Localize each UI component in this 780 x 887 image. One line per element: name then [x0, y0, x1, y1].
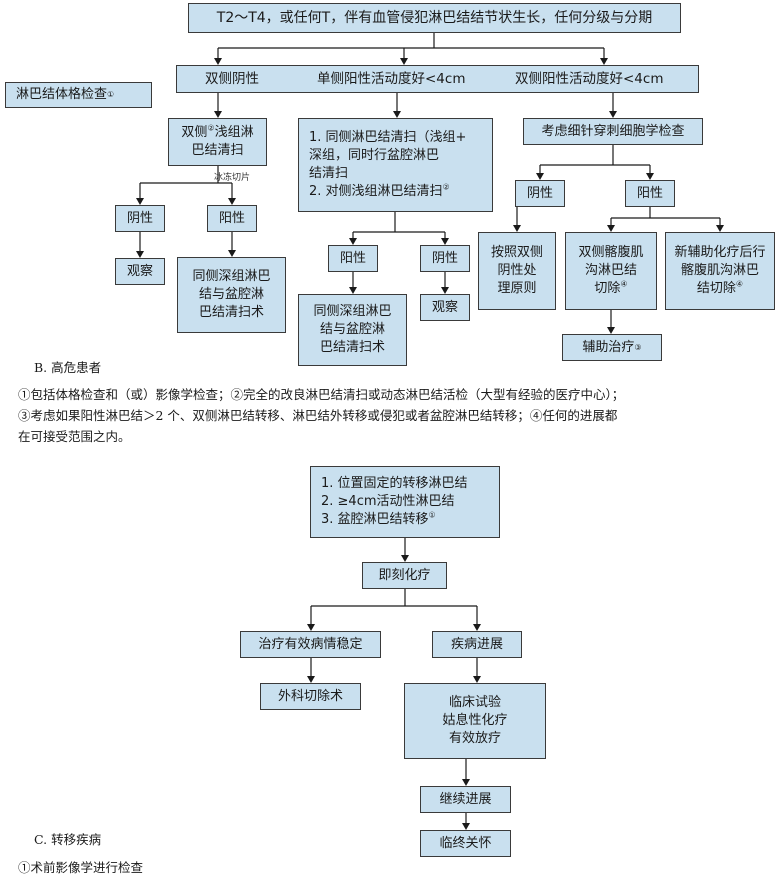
arrowhead-33 — [441, 287, 449, 294]
unilateral-item-2-row: 2. 对侧浅组淋巴结清扫② — [309, 183, 450, 201]
caption-c: C. 转移疾病 — [34, 832, 102, 847]
bilateral-superficial-dissection: 双侧②浅组淋 巴结清扫 — [168, 118, 267, 166]
arrowhead-31 — [349, 287, 357, 294]
arrowhead-9 — [214, 111, 222, 118]
arrowhead-57 — [473, 624, 481, 631]
note-b-line-1: ①包括体格检查和（或）影像学检查；②完全的改良淋巴结清扫或动态淋巴结活检（大型有… — [18, 387, 625, 402]
note-b-line-3: 在可接受范围之内。 — [18, 429, 131, 444]
caption-b: B. 高危患者 — [34, 360, 102, 375]
deep-pelvic-dissection-1: 同侧深组淋巴 结与盆腔淋 巴结清扫术 — [177, 257, 286, 333]
arrowhead-41 — [513, 225, 521, 232]
unilateral-item-1: 1. 同侧淋巴结清扫（浅组+ 深组，同时行盆腔淋巴 结清扫 — [309, 130, 467, 181]
arrowhead-19 — [228, 198, 236, 205]
criteria-item-3-row: 3. 盆腔淋巴结转移① — [321, 511, 436, 529]
hospice-care-box: 临终关怀 — [420, 830, 511, 857]
arrowhead-17 — [136, 198, 144, 205]
arrowhead-65 — [462, 823, 470, 830]
unilateral-dissection-box: 1. 同侧淋巴结清扫（浅组+ 深组，同时行盆腔淋巴 结清扫 2. 对侧浅组淋巴结… — [298, 118, 493, 212]
deep-pelvic-dissection-2: 同侧深组淋巴 结与盆腔淋 巴结清扫术 — [298, 294, 407, 366]
criteria-item-2: 2. ≥4cm活动性淋巴结 — [321, 494, 455, 509]
observe-box-2: 观察 — [420, 294, 470, 321]
bilateral-label: 双侧 — [181, 125, 208, 140]
arrowhead-21 — [136, 251, 144, 258]
note-c-marker: ① — [428, 510, 436, 520]
bilateral-iliac-text: 双侧髂腹肌 沟淋巴结 切除④ — [578, 245, 644, 296]
arrowhead-47 — [716, 225, 724, 232]
bilateral-iliac-excision: 双侧髂腹肌 沟淋巴结 切除④ — [565, 232, 657, 310]
positive-box-3: 阳性 — [625, 180, 675, 207]
status-bar: 双侧阴性 单侧阳性活动度好<4cm 双侧阳性活动度好<4cm — [176, 65, 699, 93]
arrowhead-13 — [609, 111, 617, 118]
neoadjuvant-text: 新辅助化疗后行 髂腹肌沟淋巴 结切除④ — [674, 245, 766, 296]
arrowhead-61 — [473, 676, 481, 683]
bilateral-text-first-line-rest: 浅组淋 — [214, 125, 254, 140]
bar-unilateral-positive: 单侧阳性活动度好<4cm — [317, 71, 466, 87]
arrowhead-23 — [228, 250, 236, 257]
positive-box-2: 阳性 — [328, 245, 378, 272]
note-4-marker-a: ④ — [620, 279, 628, 289]
arrowhead-7 — [600, 58, 608, 65]
arrowhead-63 — [462, 779, 470, 786]
arrowhead-51 — [401, 555, 409, 562]
arrowhead-59 — [307, 676, 315, 683]
stable-disease-box: 治疗有效病情稳定 — [240, 631, 381, 658]
disease-progression-box: 疾病进展 — [432, 631, 522, 658]
arrowhead-45 — [607, 225, 615, 232]
bilateral-negative-principle: 按照双侧 阴性处 理原则 — [478, 232, 556, 310]
arrowhead-37 — [536, 173, 544, 180]
positive-box-1: 阳性 — [207, 205, 257, 232]
criteria-item-3: 3. 盆腔淋巴结转移 — [321, 512, 429, 527]
note-2-marker-b: ② — [442, 182, 450, 192]
neoadjuvant-excision: 新辅助化疗后行 髂腹肌沟淋巴 结切除④ — [665, 232, 775, 310]
arrowhead-11 — [393, 111, 401, 118]
bilateral-text-second-line: 巴结清扫 — [191, 143, 244, 158]
arrowhead-49 — [607, 327, 615, 334]
note-2-marker: ② — [207, 123, 215, 133]
clinical-trial-box: 临床试验 姑息性化疗 有效放疗 — [404, 683, 546, 759]
adjuvant-label: 辅助治疗 — [582, 339, 635, 355]
arrowhead-3 — [214, 58, 222, 65]
note-c: ①术前影像学进行检查 — [18, 860, 144, 875]
note-4-marker-b: ④ — [735, 279, 744, 289]
immediate-chemo-box: 即刻化疗 — [362, 562, 447, 589]
negative-box-1: 阴性 — [115, 205, 165, 232]
arrowhead-55 — [307, 624, 315, 631]
arrowhead-5 — [400, 58, 408, 65]
continued-progression-box: 继续进展 — [420, 786, 511, 813]
observe-box-1: 观察 — [115, 258, 165, 285]
note-b-line-2: ③考虑如果阳性淋巴结＞2 个、双侧淋巴结转移、淋巴结外转移或侵犯或者盆腔淋巴结转… — [18, 408, 618, 423]
unilateral-item-2: 2. 对侧浅组淋巴结清扫 — [309, 184, 443, 199]
bar-bilateral-positive: 双侧阳性活动度好<4cm — [515, 71, 664, 87]
frozen-section-label: 冰冻切片 — [214, 173, 251, 183]
arrowhead-29 — [441, 238, 449, 245]
criteria-item-1: 1. 位置固定的转移淋巴结 — [321, 476, 468, 491]
negative-box-3: 阴性 — [515, 180, 565, 207]
arrowhead-39 — [646, 173, 654, 180]
surgical-resection-box: 外科切除术 — [260, 683, 361, 710]
arrowhead-27 — [349, 238, 357, 245]
metastasis-criteria-box: 1. 位置固定的转移淋巴结 2. ≥4cm活动性淋巴结 3. 盆腔淋巴结转移① — [310, 466, 500, 538]
bar-bilateral-negative: 双侧阴性 — [205, 71, 259, 87]
negative-box-2: 阴性 — [420, 245, 470, 272]
top-criteria-box: T2～T4，或任何T，伴有血管侵犯淋巴结结节状生长，任何分级与分期 — [188, 3, 681, 33]
lymph-exam-label: 淋巴结体格检查 — [16, 87, 108, 102]
fine-needle-aspiration-box: 考虑细针穿刺细胞学检查 — [523, 118, 703, 145]
